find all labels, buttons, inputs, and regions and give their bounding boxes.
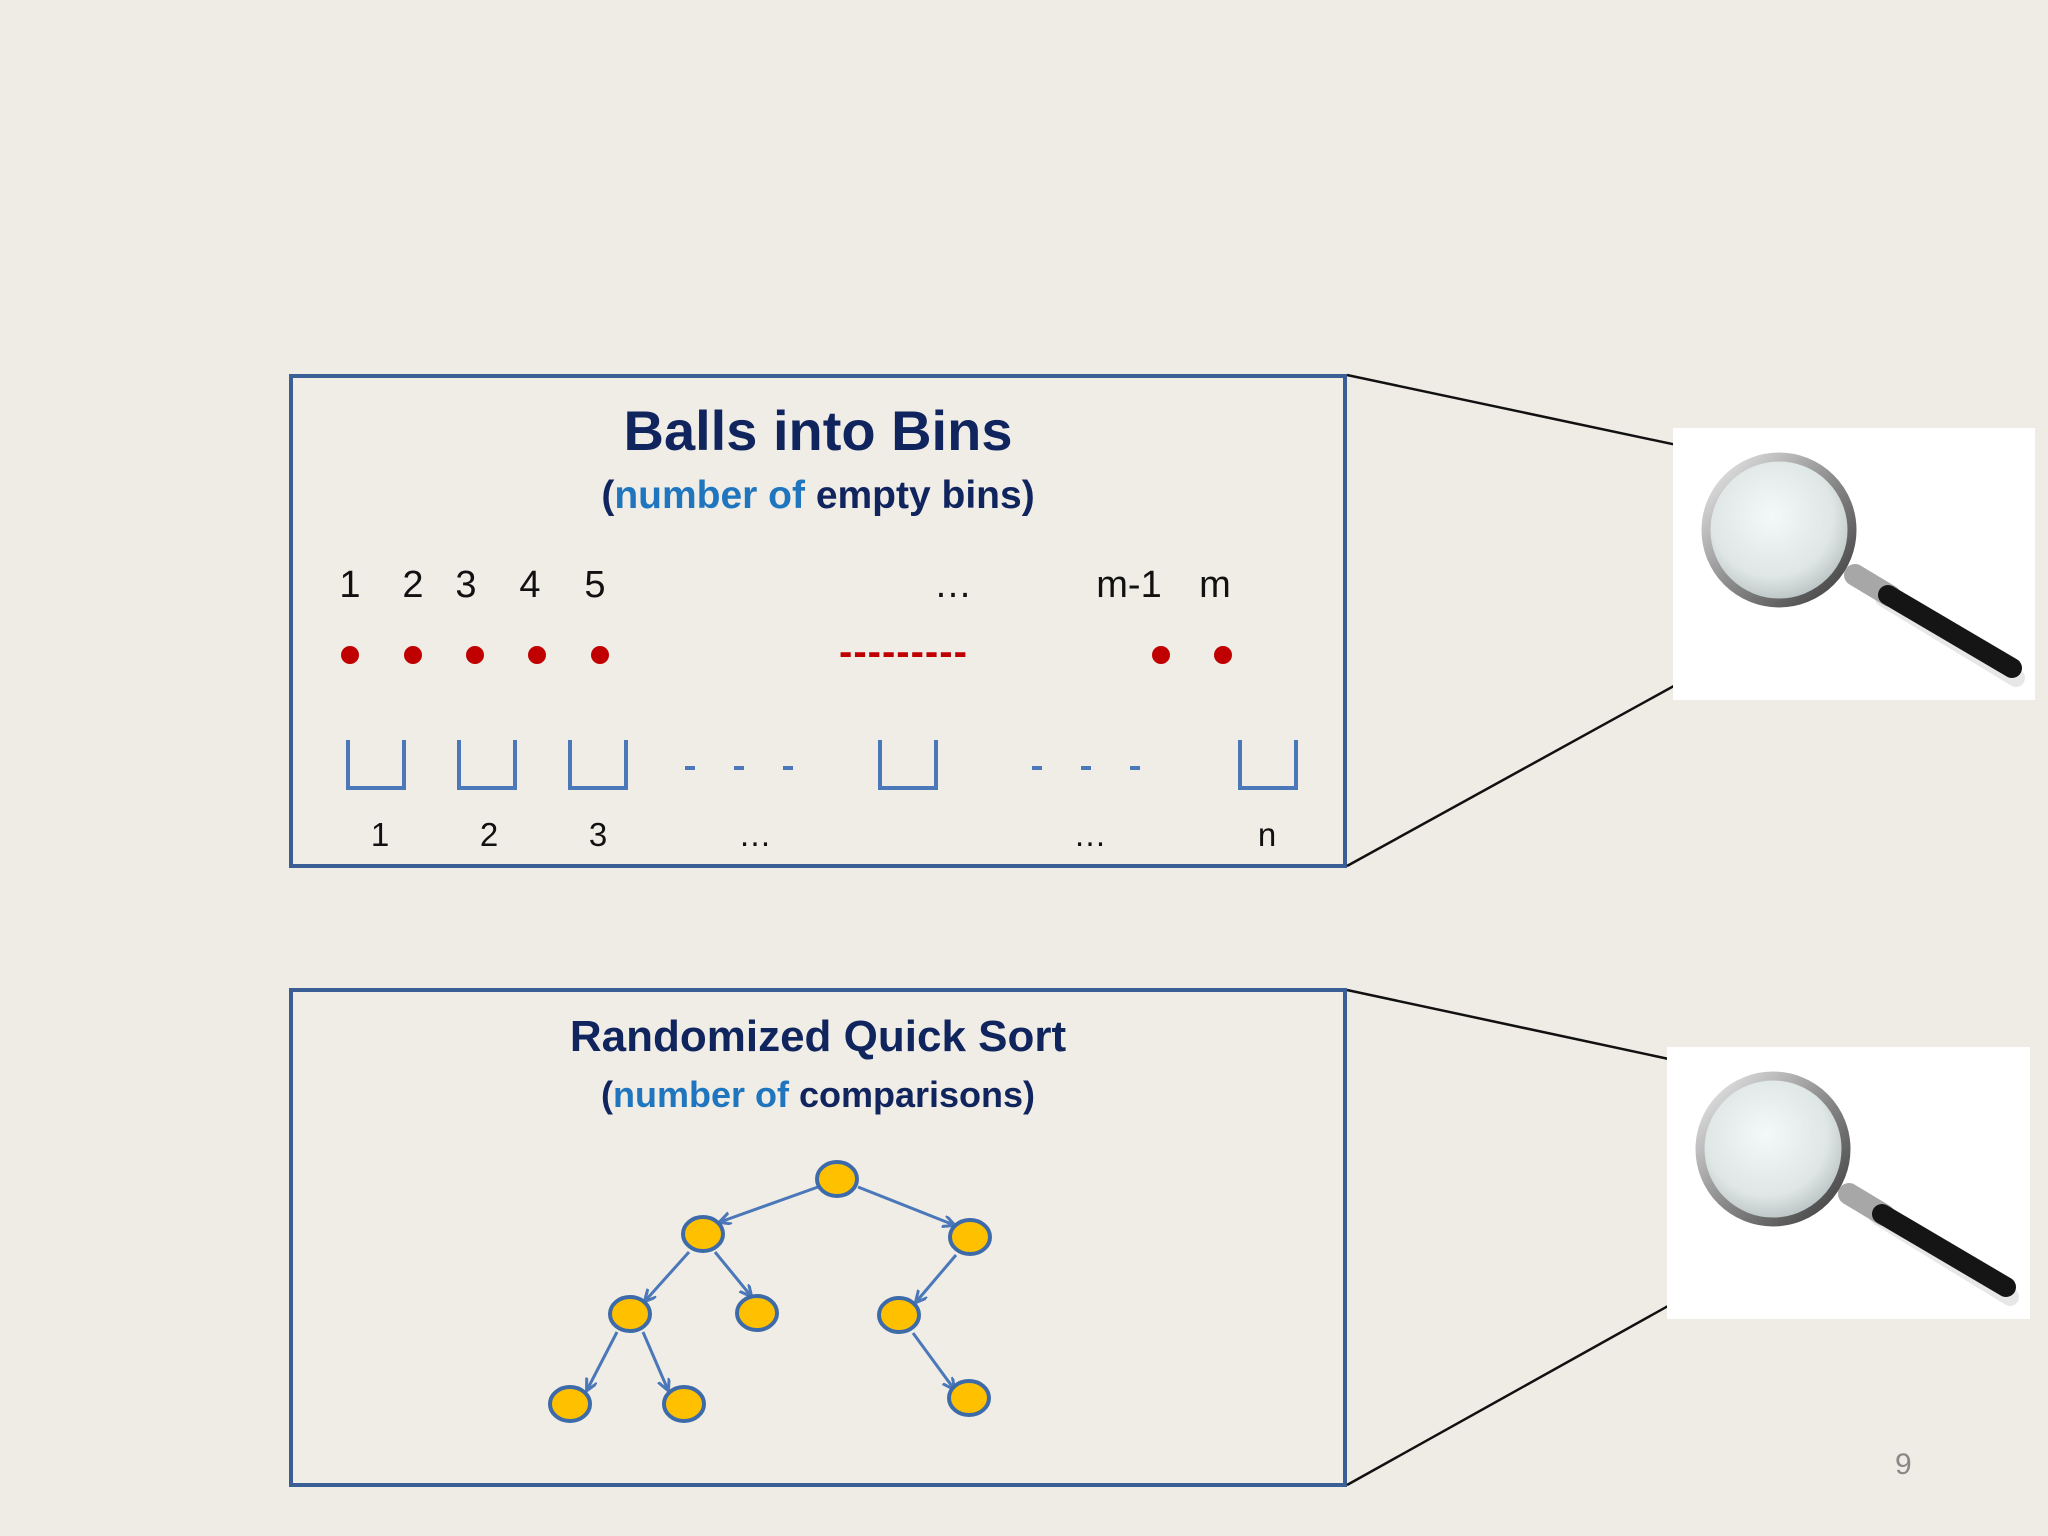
bin-label: 1 bbox=[370, 816, 390, 853]
ball-label: m-1 bbox=[1096, 564, 1162, 606]
tree-node bbox=[548, 1385, 592, 1423]
ball-label: m bbox=[1199, 564, 1231, 606]
bin bbox=[346, 740, 406, 790]
bin bbox=[878, 740, 938, 790]
ball-label: … bbox=[934, 564, 972, 606]
tree-edge bbox=[857, 1185, 954, 1225]
ball-label: 2 bbox=[402, 564, 424, 606]
balls-into-bins-title: Balls into Bins bbox=[623, 399, 1013, 462]
magnifying-glass-icon bbox=[1667, 1047, 2030, 1319]
bin bbox=[457, 740, 517, 790]
ball bbox=[1152, 646, 1170, 664]
tree-edge bbox=[645, 1250, 691, 1301]
quick-sort-tree-nodes bbox=[548, 1160, 992, 1423]
tree-edge bbox=[720, 1185, 819, 1222]
magnifying-glass-icon bbox=[1673, 428, 2035, 700]
ball bbox=[1214, 646, 1232, 664]
tree-node bbox=[735, 1294, 779, 1332]
bin-label: 3 bbox=[588, 816, 608, 853]
tree-node bbox=[815, 1160, 859, 1198]
tree-edge bbox=[587, 1331, 619, 1390]
ball-label: 4 bbox=[519, 564, 541, 606]
ball bbox=[341, 646, 359, 664]
bin-label: 2 bbox=[479, 816, 499, 853]
quick-sort-tree-edges bbox=[587, 1185, 958, 1390]
bin-gap-dash bbox=[1130, 766, 1140, 770]
quick-sort-title: Randomized Quick Sort bbox=[569, 1012, 1067, 1061]
bin-label: n bbox=[1257, 816, 1277, 853]
tree-node bbox=[662, 1385, 706, 1423]
bin bbox=[1238, 740, 1298, 790]
tree-node bbox=[681, 1215, 725, 1253]
ball bbox=[466, 646, 484, 664]
bin-gap-dash bbox=[1081, 766, 1091, 770]
bin-gap-dash bbox=[1032, 766, 1042, 770]
ball-label: 3 bbox=[455, 564, 477, 606]
page-number: 9 bbox=[1895, 1448, 1912, 1481]
tree-edge bbox=[641, 1331, 668, 1390]
bin-gap-dash bbox=[734, 766, 744, 770]
tree-node bbox=[608, 1295, 652, 1333]
bin-label: … bbox=[1073, 816, 1107, 853]
ball bbox=[528, 646, 546, 664]
ball bbox=[404, 646, 422, 664]
bin-gap-dash bbox=[783, 766, 793, 770]
bin bbox=[568, 740, 628, 790]
ball-label: 5 bbox=[584, 564, 606, 606]
balls-into-bins-panel: Balls into Bins (number of empty bins) 1… bbox=[289, 374, 1347, 868]
ball-label: 1 bbox=[339, 564, 361, 606]
bin-label: … bbox=[738, 816, 772, 853]
bin-gap-dash bbox=[685, 766, 695, 770]
tree-edge bbox=[713, 1251, 751, 1296]
tree-edge bbox=[911, 1332, 954, 1389]
tree-edge bbox=[916, 1254, 958, 1302]
balls-into-bins-subtitle: (number of empty bins) bbox=[601, 474, 1035, 517]
balls-ellipsis-dashes: --------- bbox=[839, 630, 968, 674]
tree-node bbox=[947, 1379, 991, 1417]
ball bbox=[591, 646, 609, 664]
quick-sort-subtitle: (number of comparisons) bbox=[600, 1074, 1036, 1115]
tree-node bbox=[948, 1218, 992, 1256]
quick-sort-panel: Randomized Quick Sort (number of compari… bbox=[289, 988, 1347, 1487]
tree-node bbox=[877, 1296, 921, 1334]
